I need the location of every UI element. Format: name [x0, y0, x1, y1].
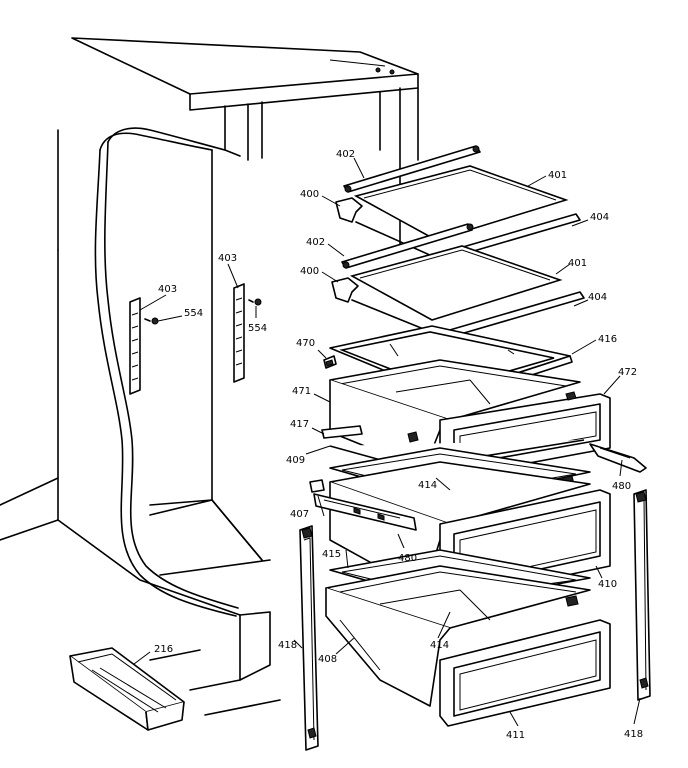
callout-411: 411: [506, 730, 525, 741]
callout-472: 472: [618, 367, 637, 378]
callout-401-upper: 401: [548, 170, 567, 181]
callout-480-right: 480: [612, 481, 631, 492]
callout-404-middle: 404: [588, 292, 607, 303]
callout-400-middle: 400: [300, 266, 319, 277]
callout-400-upper: 400: [300, 189, 319, 200]
callout-471: 471: [292, 386, 311, 397]
callout-402-upper: 402: [336, 149, 355, 160]
callout-414-upper: 414: [418, 480, 437, 491]
callout-403-left: 403: [158, 284, 177, 295]
side-rails: [299, 489, 651, 751]
callout-414-lower: 414: [430, 640, 449, 651]
callout-417: 417: [290, 419, 309, 430]
callout-470: 470: [296, 338, 315, 349]
callout-409: 409: [286, 455, 305, 466]
callout-407: 407: [290, 509, 309, 520]
callout-404-upper: 404: [590, 212, 609, 223]
callout-416: 416: [598, 334, 617, 345]
callout-401-middle: 401: [568, 258, 587, 269]
leader-lines: [133, 157, 641, 727]
callout-labels: 402 401 400 404 402 401 400 404 403 403 …: [154, 149, 643, 741]
callout-418-right: 418: [624, 729, 643, 740]
callout-402-middle: 402: [306, 237, 325, 248]
callout-410: 410: [598, 579, 617, 590]
shelf-ladders: [129, 283, 262, 395]
callout-554-right: 554: [248, 323, 267, 334]
callout-403-right: 403: [218, 253, 237, 264]
upper-shelf-assembly: [335, 145, 581, 263]
bottle-bin: [69, 647, 185, 731]
door-gasket: [94, 127, 239, 617]
callout-408: 408: [318, 654, 337, 665]
callout-415: 415: [322, 549, 341, 560]
callout-480-mid: 480: [398, 553, 417, 564]
callout-554-left: 554: [184, 308, 203, 319]
callout-418-left: 418: [278, 640, 297, 651]
callout-216: 216: [154, 644, 173, 655]
bottom-crisper-pan: [325, 565, 611, 727]
middle-shelf-assembly: [331, 223, 585, 341]
